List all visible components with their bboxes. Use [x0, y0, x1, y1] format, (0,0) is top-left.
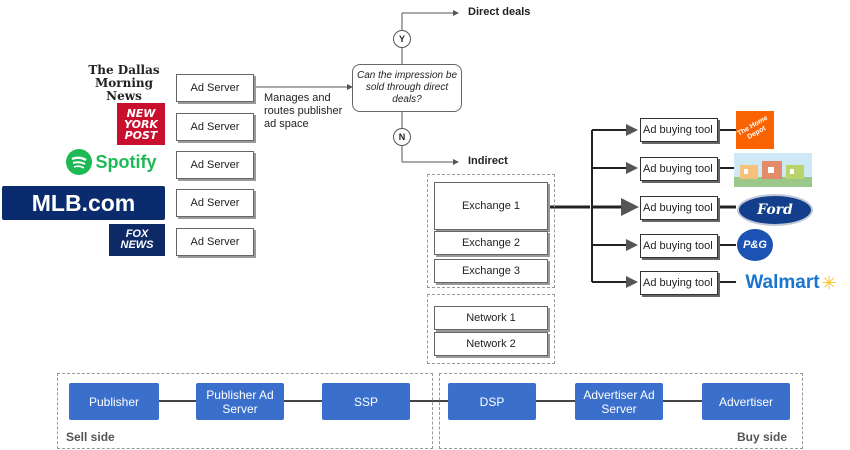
dsp-node: DSP: [448, 383, 536, 420]
publisher-ad-server-node: Publisher Ad Server: [196, 383, 284, 420]
fox-news-logo: FOX NEWS: [109, 224, 165, 256]
spotify-icon: [65, 149, 92, 175]
publisher-node: Publisher: [69, 383, 159, 420]
spotify-logo: Spotify: [58, 146, 164, 178]
buy-side-label: Buy side: [737, 430, 788, 444]
pg-logo: P&G: [737, 229, 773, 261]
network-2-box: Network 2: [434, 332, 548, 356]
sell-side-group: [57, 373, 433, 449]
ford-logo: Ford: [737, 194, 813, 226]
networks-group: [427, 294, 555, 364]
indirect-label: Indirect: [468, 155, 508, 167]
exchange-1-box: Exchange 1: [434, 182, 548, 230]
walmart-logo: Walmart ✳: [745, 272, 837, 293]
no-marker: N: [393, 128, 411, 146]
ad-buying-tool-box: Ad buying tool: [640, 118, 718, 142]
mlb-logo: MLB.com: [2, 186, 165, 220]
spark-icon: ✳: [821, 272, 837, 293]
ad-server-box: Ad Server: [176, 151, 254, 179]
advertiser-node: Advertiser: [702, 383, 790, 420]
manages-routes-text: Manages and routes publisher ad space: [264, 92, 343, 130]
storefront-icon: [734, 161, 812, 187]
decision-node: Can the impression be sold through direc…: [352, 64, 462, 112]
ad-server-box: Ad Server: [176, 228, 254, 256]
ad-server-box: Ad Server: [176, 189, 254, 217]
sell-side-label: Sell side: [66, 430, 115, 444]
dallas-morning-news-logo: The Dallas Morning News: [88, 62, 160, 103]
ad-buying-tool-box: Ad buying tool: [640, 234, 718, 258]
exchanges-group: [427, 174, 555, 288]
yes-marker: Y: [393, 30, 411, 48]
ad-server-box: Ad Server: [176, 74, 254, 102]
direct-deals-label: Direct deals: [468, 6, 531, 18]
network-1-box: Network 1: [434, 306, 548, 330]
advertiser-ad-server-node: Advertiser Ad Server: [575, 383, 663, 420]
home-depot-logo: The Home Depot: [736, 111, 774, 149]
buy-side-group: [439, 373, 803, 449]
new-york-post-logo: NEW YORK POST: [117, 103, 165, 145]
ssp-node: SSP: [322, 383, 410, 420]
storefront-logo: [734, 153, 812, 187]
ad-buying-tool-box: Ad buying tool: [640, 196, 718, 220]
exchange-2-box: Exchange 2: [434, 231, 548, 255]
ad-server-box: Ad Server: [176, 113, 254, 141]
exchange-3-box: Exchange 3: [434, 259, 548, 283]
ad-buying-tool-box: Ad buying tool: [640, 157, 718, 181]
ad-buying-tool-box: Ad buying tool: [640, 271, 718, 295]
